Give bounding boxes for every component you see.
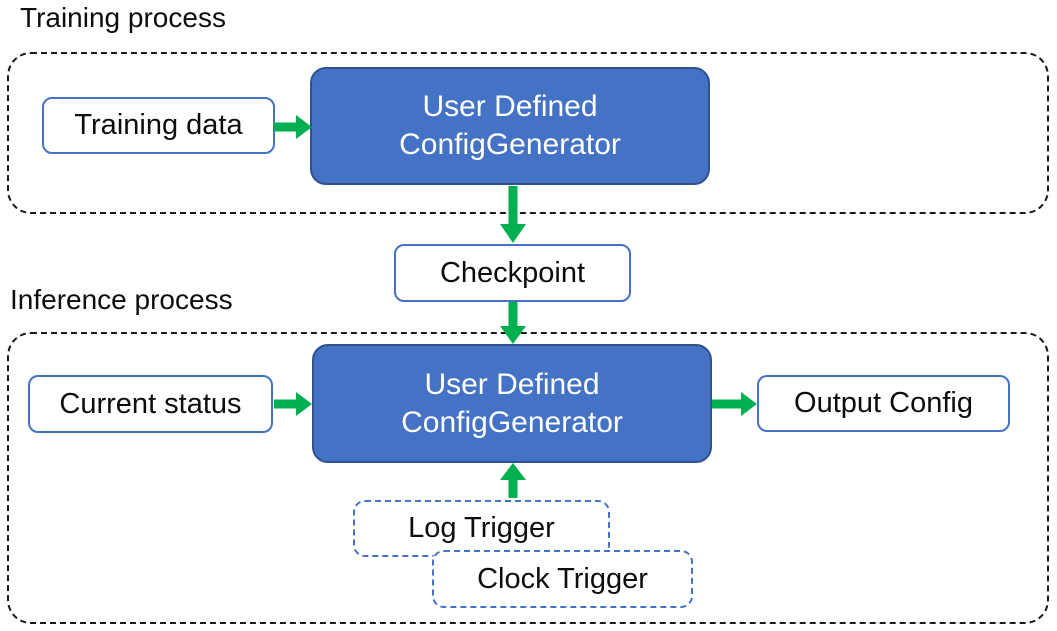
training-process-container [7,52,1049,214]
arrow-training-data-to-generator [274,115,312,139]
inference-process-label: Inference process [10,284,233,315]
inference-process-container [7,332,1049,624]
arrow-generator-to-output-config [712,392,757,416]
arrow-current-status-to-generator [274,392,312,416]
inference-generator-line2: ConfigGenerator [401,405,623,439]
log-trigger-box: Log Trigger [353,500,610,557]
checkpoint-box: Checkpoint [394,244,631,302]
output-config-box: Output Config [757,375,1010,432]
clock-trigger-box: Clock Trigger [432,550,693,608]
training-generator-line1: User Defined [422,90,598,123]
arrow-generator-to-checkpoint [500,186,526,243]
training-generator-box: User Defined ConfigGenerator [310,67,710,185]
current-status-box: Current status [28,375,273,433]
arrow-triggers-to-generator [500,463,526,498]
inference-generator-line1: User Defined [424,367,600,401]
training-process-label: Training process [20,2,226,33]
arrow-checkpoint-to-generator [500,302,526,344]
inference-generator-box: User Defined ConfigGenerator [312,344,712,463]
training-generator-line2: ConfigGenerator [399,128,621,161]
training-data-box: Training data [42,97,275,154]
